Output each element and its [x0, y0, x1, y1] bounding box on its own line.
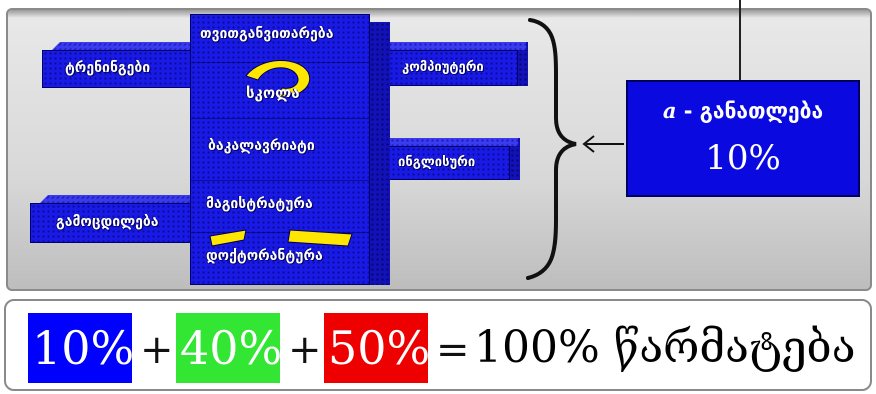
term-green: 40%: [176, 313, 282, 383]
education-label: a - განათლება: [628, 98, 858, 123]
term-education: 10%: [28, 313, 134, 383]
block-english: [380, 146, 510, 180]
education-percent: 10%: [705, 138, 781, 178]
label-master: მაგისტრატურა: [206, 196, 313, 212]
label-self-education: თვითგანვითარება: [200, 26, 334, 42]
label-english: ინგლისური: [398, 155, 476, 170]
yellow-swirl-bottom: [209, 229, 353, 247]
plus-sign-2: +: [288, 327, 322, 373]
equation-panel: 10% + 40% + 50% = 100% წარმატება: [4, 299, 872, 391]
label-bachelor: ბაკალავრიატი: [208, 138, 315, 154]
equation-result: 100% წარმატება: [474, 322, 856, 373]
label-trainings: ტრენინგები: [65, 60, 151, 76]
yellow-swirl-top: [245, 59, 311, 98]
block-computer: [388, 50, 518, 86]
label-doctorate: დოქტორანტურა: [206, 248, 323, 264]
connector-line: [739, 0, 741, 80]
education-box: a - განათლება 10%: [626, 80, 860, 197]
label-experience: გამოცდილება: [56, 214, 159, 230]
label-school: სკოლა: [246, 84, 300, 102]
term-red: 50%: [324, 313, 430, 383]
education-letter: a: [662, 98, 677, 123]
equals-sign: =: [436, 327, 470, 373]
education-text: - განათლება: [683, 99, 824, 123]
curly-brace: [526, 18, 624, 280]
block-experience: [30, 203, 192, 243]
plus-sign-1: +: [140, 327, 174, 373]
label-computer: კომპიუტერი: [402, 60, 484, 75]
